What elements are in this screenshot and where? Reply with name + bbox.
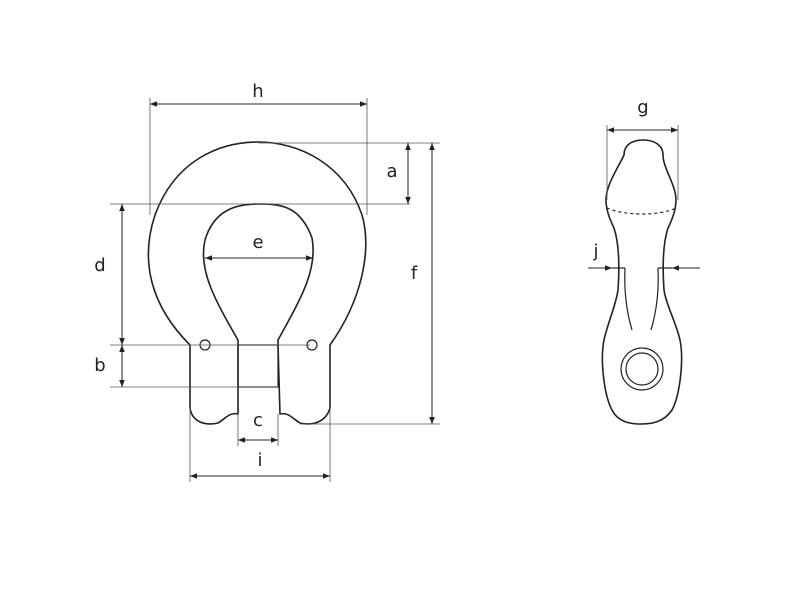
front-dimensions: h a f d b e c i xyxy=(94,81,440,482)
label-g: g xyxy=(637,97,648,118)
label-j: j xyxy=(592,241,598,262)
side-view xyxy=(601,139,683,425)
label-f: f xyxy=(411,263,418,284)
shackle-body-outline xyxy=(147,141,367,425)
label-e: e xyxy=(252,232,263,253)
label-d: d xyxy=(94,255,105,276)
side-eye-hole xyxy=(620,347,664,391)
label-c: c xyxy=(253,410,263,431)
label-h: h xyxy=(252,81,263,102)
locking-pin xyxy=(237,344,279,388)
side-body-outline xyxy=(601,139,683,425)
side-dimensions: g j xyxy=(588,97,700,271)
label-i: i xyxy=(257,450,262,471)
label-a: a xyxy=(386,161,397,182)
label-b: b xyxy=(94,355,105,376)
front-view xyxy=(147,141,367,425)
